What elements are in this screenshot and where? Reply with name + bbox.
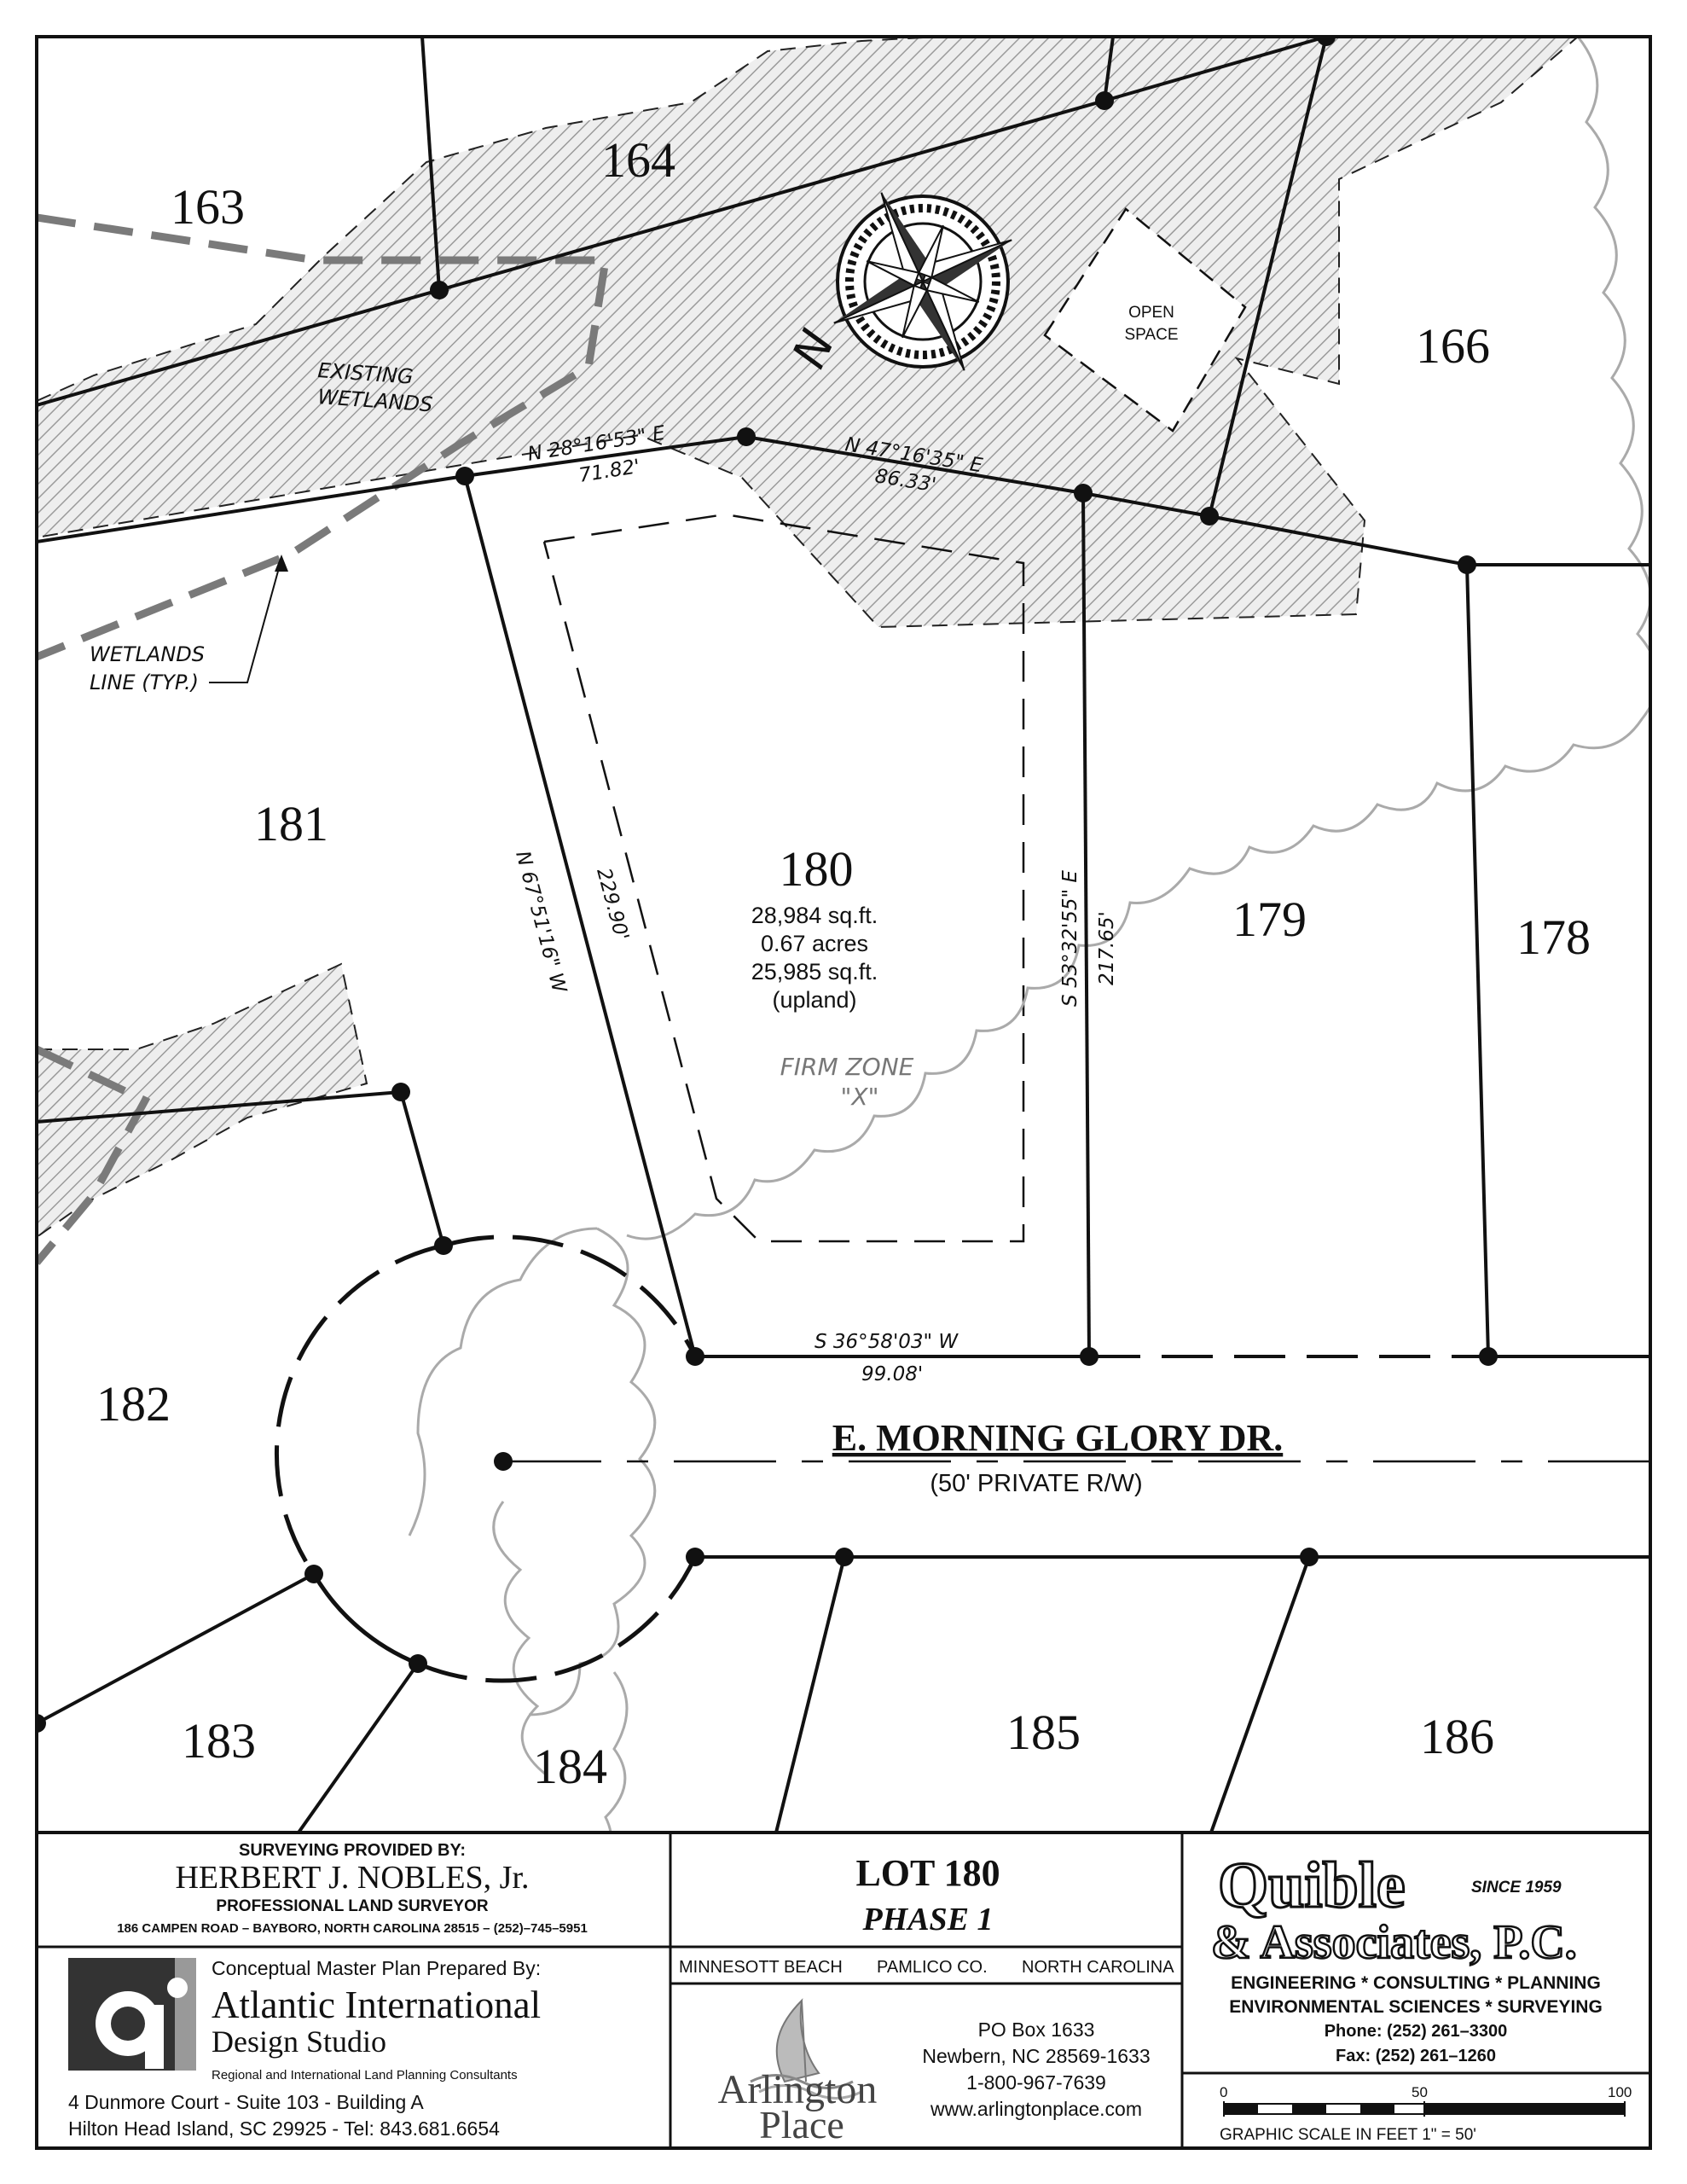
planner-name-1: Atlantic International [212, 1984, 541, 2026]
surveyor-name: HERBERT J. NOBLES, Jr. [175, 1860, 529, 1896]
planner-logo-icon [68, 1958, 196, 2071]
development-phone: 1-800-967-7639 [966, 2071, 1106, 2094]
wetlands-line-leader-arrow [275, 555, 288, 572]
road-note: (50' PRIVATE R/W) [930, 1470, 1142, 1497]
lot-label-178: 178 [1516, 909, 1591, 965]
lot-label-164: 164 [601, 132, 675, 188]
wetlands-line-label-1: WETLANDS [90, 642, 205, 666]
wetlands-area-west [37, 962, 368, 1239]
south-line-bearing: S 36°58'03" W [815, 1331, 959, 1353]
development-city: Newbern, NC 28569-1633 [922, 2045, 1150, 2067]
surveyor-address: 186 CAMPEN ROAD – BAYBORO, NORTH CAROLIN… [117, 1921, 588, 1936]
lot-label-179: 179 [1232, 892, 1307, 947]
lot-label-163: 163 [171, 179, 245, 235]
engineer-name-1: Quible [1218, 1850, 1406, 1921]
open-space-boundary [1043, 207, 1247, 433]
graphic-scale: 0 50 100 GRAPHIC SCALE IN FEET 1" = 50' [1220, 2084, 1632, 2144]
planner-heading: Conceptual Master Plan Prepared By: [212, 1957, 541, 1979]
location-town: MINNESOTT BEACH [679, 1958, 843, 1977]
lot-label-183: 183 [182, 1713, 256, 1769]
title-block: SURVEYING PROVIDED BY: HERBERT J. NOBLES… [37, 1833, 1650, 2148]
phase-title: PHASE 1 [861, 1902, 993, 1937]
flood-zone-line [408, 37, 1650, 1833]
surveyor-title: PROFESSIONAL LAND SURVEYOR [216, 1897, 488, 1915]
firm-zone-label-2: "X" [841, 1083, 879, 1111]
lot-title: LOT 180 [855, 1852, 1000, 1894]
east-line-bearing: S 53°32'55" E [1059, 870, 1081, 1007]
wetlands-area-north [37, 37, 1580, 629]
subject-lot-upland-note: (upland) [772, 987, 856, 1013]
lot-label-186: 186 [1420, 1709, 1494, 1764]
arlington-place-logo-icon [750, 1998, 862, 2100]
location-county: PAMLICO CO. [877, 1958, 988, 1977]
survey-points [37, 37, 1498, 1733]
engineer-services-1: ENGINEERING * CONSULTING * PLANNING [1231, 1973, 1601, 1993]
scale-caption: GRAPHIC SCALE IN FEET 1" = 50' [1220, 2126, 1476, 2144]
firm-zone-label-1: FIRM ZONE [780, 1053, 914, 1081]
west-line-bearing: N 67°51'16" W [511, 849, 571, 996]
development-name-2: Place [759, 2103, 844, 2146]
surveyor-heading: SURVEYING PROVIDED BY: [239, 1841, 466, 1860]
scale-tick-100: 100 [1608, 2084, 1632, 2100]
wetlands-line-leader [209, 558, 282, 683]
development-po-box: PO Box 1633 [978, 2018, 1095, 2041]
south-line-distance: 99.08' [861, 1363, 923, 1385]
engineer-phone: Phone: (252) 261–3300 [1325, 2022, 1508, 2041]
planner-address-1: 4 Dunmore Court - Suite 103 - Building A [68, 2091, 424, 2113]
subject-lot-area-acres: 0.67 acres [761, 931, 868, 956]
engineer-since: SINCE 1959 [1471, 1879, 1562, 1896]
road-name: E. MORNING GLORY DR. [832, 1417, 1284, 1459]
lot-label-185: 185 [1006, 1705, 1081, 1760]
planner-address-2: Hilton Head Island, SC 29925 - Tel: 843.… [68, 2117, 500, 2140]
surveyor-block: SURVEYING PROVIDED BY: HERBERT J. NOBLES… [117, 1841, 588, 1936]
subject-lot-upland-sqft: 25,985 sq.ft. [751, 959, 878, 985]
lot-label-181: 181 [254, 796, 328, 851]
subject-lot-info: 180 28,984 sq.ft. 0.67 acres 25,985 sq.f… [751, 841, 878, 1013]
planner-name-2: Design Studio [212, 2024, 386, 2059]
subject-lot-area-sqft: 28,984 sq.ft. [751, 903, 878, 928]
lot-label-184: 184 [533, 1739, 607, 1794]
cul-de-sac [274, 1234, 698, 1683]
engineer-services-2: ENVIRONMENTAL SCIENCES * SURVEYING [1229, 1997, 1603, 2017]
subject-lot-label: 180 [780, 841, 854, 897]
development-name-1: Arlington [718, 2067, 878, 2112]
planner-tagline: Regional and International Land Planning… [212, 2068, 518, 2082]
location-state: NORTH CAROLINA [1022, 1958, 1174, 1977]
wetlands-line [37, 213, 611, 1265]
west-line-distance: 229.90' [592, 866, 633, 944]
east-line-distance: 217.65' [1096, 911, 1118, 985]
map-area: N 163 164 166 181 179 178 182 183 184 18… [37, 37, 1650, 1833]
engineer-name-2: & Associates, P.C. [1211, 1916, 1577, 1969]
map-frame [35, 35, 1652, 2150]
lot-label-182: 182 [96, 1376, 171, 1432]
lot-label-166: 166 [1416, 318, 1490, 374]
building-envelope [542, 513, 1025, 1243]
open-space-label-1: OPEN [1128, 304, 1174, 322]
development-web: www.arlingtonplace.com [930, 2098, 1142, 2120]
wetlands-line-label-2: LINE (TYP.) [90, 671, 199, 694]
compass-rose-icon [833, 192, 1012, 371]
scale-tick-0: 0 [1220, 2084, 1227, 2100]
scale-tick-50: 50 [1412, 2084, 1428, 2100]
road-lines [499, 1355, 1650, 1463]
open-space-label-2: SPACE [1124, 326, 1178, 344]
engineer-fax: Fax: (252) 261–1260 [1336, 2047, 1496, 2065]
